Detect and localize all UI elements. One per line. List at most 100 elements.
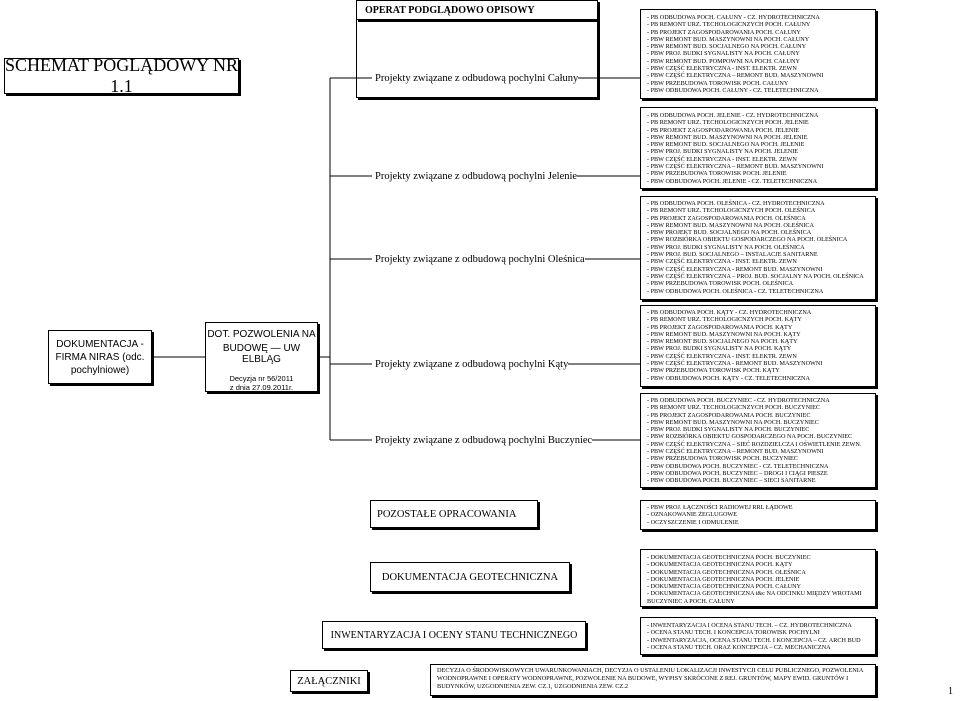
list-item: - PBW REMONT BUD. MASZYNOWNI NA POCH. KĄ… — [647, 330, 801, 338]
list-item: - DOKUMENTACJA GEOTECHNICZNA POCH. OLEŚN… — [647, 568, 806, 576]
list-item: - PB PROJEKT ZAGOSPODAROWANIA POCH. JELE… — [647, 126, 800, 134]
list-item: - PB PROJEKT ZAGOSPODAROWANIA POCH. BUCZ… — [647, 411, 811, 419]
decision-line-2: BUDOWĘ — UW ELBLĄG — [222, 343, 301, 365]
other-works-list: - PBW PROJ. ŁĄCZNOŚCI RADIOWEJ RRL ŁĄDOW… — [640, 500, 876, 530]
inventory-label: INWENTARYZACJA I OCENY STANU TECHNICZNEG… — [330, 629, 578, 641]
list-item: - PBW REMONT BUD. MASZYNOWNI NA POCH. OL… — [647, 221, 815, 229]
list-item: - PBW ODBUDOWA POCH. BUCZYNIEC – DROGI I… — [647, 469, 828, 477]
list-item: - PBW REMONT BUD. MASZYNOWNI NA POCH. CA… — [647, 35, 810, 43]
attachments-box: ZAŁĄCZNIKI — [290, 670, 368, 692]
list-item: - PB ODBUDOWA POCH. CAŁUNY - CZ. HYDROTE… — [647, 14, 820, 21]
other-works-label: POZOSTAŁE OPRACOWANIA — [377, 508, 517, 520]
attachments-text: DECYZJA O ŚRODOWISKOWYCH UWARUNKOWANIACH… — [437, 667, 864, 690]
documentation-label: DOKUMENTACJA - FIRMA NIRAS (odc. pochyln… — [55, 338, 145, 376]
decision-line-1: DOT. POZWOLENIA NA — [207, 329, 316, 340]
list-item: - PBW PRZEBUDOWA TOROWISK POCH. JELENIE — [647, 170, 787, 178]
attachments-label: ZAŁĄCZNIKI — [297, 675, 361, 687]
list-item: - PBW ODBUDOWA POCH. JELENIE - CZ. TELET… — [647, 177, 818, 185]
operat-frame — [356, 0, 598, 98]
list-item: - PBW CZĘŚĆ ELEKTRYCZNA - INST. ELEKTR. … — [647, 258, 797, 266]
list-item: - PB PROJEKT ZAGOSPODAROWANIA POCH. OLEŚ… — [647, 214, 806, 222]
list-item: - PBW ODBUDOWA POCH. KĄTY - CZ. TELETECH… — [647, 374, 810, 382]
decision-line-4: z dnia 27.09.2011r. — [229, 383, 294, 392]
list-item: - PBW CZĘŚĆ ELEKTRYCZNA – REMONT BUD. MA… — [647, 72, 824, 80]
list-item: - PBW CZĘŚĆ ELEKTRYCZNA – REMONT BUD. MA… — [647, 448, 824, 456]
list-item: - PBW CZĘŚĆ ELEKTRYCZNA – SIEĆ ROZDZIELC… — [647, 440, 862, 448]
list-item: - PBW REMONT BUD. SOCJALNEGO NA POCH. JE… — [647, 141, 805, 149]
list-item: - PBW PRZEBUDOWA TOROWISK POCH. BUCZYNIE… — [647, 455, 798, 463]
list-item: - DOKUMENTACJA GEOTECHNICZNA POCH. JELEN… — [647, 575, 800, 583]
list-item: - PB PROJEKT ZAGOSPODAROWANIA POCH. CAŁU… — [647, 28, 801, 36]
list-item: - PBW CZĘŚĆ ELEKTRYCZNA - REMONT BUD. MA… — [647, 265, 823, 273]
list-item: - INWENTARYZACJA I OCENA STANU TECH. – C… — [647, 622, 852, 629]
list-item: - PBW REMONT BUD. SOCJALNEGO NA POCH. KĄ… — [647, 338, 798, 346]
geotech-box: DOKUMENTACJA GEOTECHNICZNA — [370, 562, 570, 592]
list-item: - OCENA STANU TECH. I KONCEPCJA TOROWISK… — [647, 629, 820, 637]
other-works-box: POZOSTAŁE OPRACOWANIA — [370, 500, 538, 528]
project-label-olesnica: Projekty związane z odbudową pochylni Ol… — [375, 253, 585, 266]
list-item: - DOKUMENTACJA GEOTECHNICZNA POCH. KĄTY — [647, 561, 793, 569]
list-item: - PBW PRZEBUDOWA TOROWISK POCH. OLEŚNICA — [647, 280, 794, 288]
list-item: - PBW ODBUDOWA POCH. BUCZYNIEC - CZ. TEL… — [647, 462, 829, 470]
list-item: - PBW PROJ. BUD. SOCJALNEGO – INSTALACJE… — [647, 251, 818, 259]
list-item: - PBW CZĘŚĆ ELEKTRYCZNA - INST. ELEKTR. … — [647, 65, 797, 73]
list-item: - PBW ROZBIÓRKA OBIEKTU GOSPODARCZEGO NA… — [647, 433, 853, 441]
inventory-box: INWENTARYZACJA I OCENY STANU TECHNICZNEG… — [322, 621, 586, 649]
project-label-jelenie: Projekty związane z odbudową pochylni Je… — [375, 170, 578, 183]
list-item: - PBW REMONT BUD. MASZYNOWNI NA POCH. BU… — [647, 418, 819, 426]
project-label-caluny: Projekty związane z odbudową pochylni Ca… — [375, 72, 579, 85]
project-list-buczyniec: - PB ODBUDOWA POCH. BUCZYNIEC - CZ. HYDR… — [640, 393, 876, 488]
list-item: - OCZYSZCZENIE I ODMULENIE — [647, 518, 739, 526]
project-list-katy: - PB ODBUDOWA POCH. KĄTY - CZ. HYDROTECH… — [640, 305, 876, 387]
list-item: - PBW PROJ. BUDKI SYGNALISTY NA POCH. OL… — [647, 243, 805, 251]
list-item: - PBW ROZBIÓRKA OBIEKTU GOSPODARCZEGO NA… — [647, 236, 848, 244]
list-item: - PBW PROJEKT BUD. SOCJALNEGO NA POCH. O… — [647, 229, 812, 237]
list-item: - PBW CZĘŚĆ ELEKTRYCZNA – PROJ. BUD. SOC… — [647, 272, 864, 280]
list-item: - PBW ODBUDOWA POCH. OLEŚNICA - CZ. TELE… — [647, 287, 824, 295]
list-item: - PBW ODBUDOWA POCH. CAŁUNY - CZ. TELETE… — [647, 86, 819, 94]
list-item: - DOKUMENTACJA GEOTECHNICZNA t&c NA ODCI… — [647, 590, 862, 605]
decision-box: DOT. POZWOLENIA NA BUDOWĘ — UW ELBLĄG De… — [205, 322, 318, 392]
project-list-olesnica: - PB ODBUDOWA POCH. OLEŚNICA - CZ. HYDRO… — [640, 196, 876, 300]
project-label-katy: Projekty związane z odbudową pochylni Ką… — [375, 358, 569, 371]
list-item: - PBW PROJ. ŁĄCZNOŚCI RADIOWEJ RRL ŁĄDOW… — [647, 504, 793, 511]
operat-header-title: OPERAT PODGLĄDOWO OPISOWY — [365, 4, 535, 16]
list-item: - DOKUMENTACJA GEOTECHNICZNA POCH. CAŁUN… — [647, 583, 802, 591]
geotech-list: - DOKUMENTACJA GEOTECHNICZNA POCH. BUCZY… — [640, 549, 876, 607]
list-item: - PB REMONT URZ. TECHOLOGICNZYCH POCH. J… — [647, 119, 809, 127]
project-list-caluny: - PB ODBUDOWA POCH. CAŁUNY - CZ. HYDROTE… — [640, 9, 876, 99]
list-item: - PB ODBUDOWA POCH. KĄTY - CZ. HYDROTECH… — [647, 309, 812, 316]
list-item: - PBW PROJ. BUDKI SYGNALISTY NA POCH. JE… — [647, 148, 799, 156]
schema-title-box: SCHEMAT POGLĄDOWY NR 1.1 — [4, 55, 239, 96]
list-item: - PBW PROJ. BUDKI SYGNALISTY NA POCH. BU… — [647, 426, 810, 434]
list-item: - PBW REMONT BUD. POMPOWNI NA POCH. CAŁU… — [647, 57, 800, 65]
project-list-jelenie: - PB ODBUDOWA POCH. JELENIE - CZ. HYDROT… — [640, 107, 876, 189]
list-item: - DOKUMENTACJA GEOTECHNICZNA POCH. BUCZY… — [647, 554, 811, 561]
list-item: - PBW CZĘŚĆ ELEKTRYCZNA - REMONT BUD. MA… — [647, 360, 823, 368]
list-item: - OCENA STANU TECH. ORAZ KONCEPCJA – CZ.… — [647, 643, 831, 651]
list-item: - PB PROJEKT ZAGOSPODAROWANIA POCH. KĄTY — [647, 323, 793, 331]
page-number: 1 — [948, 686, 953, 697]
documentation-box: DOKUMENTACJA - FIRMA NIRAS (odc. pochyln… — [48, 330, 152, 384]
list-item: - PBW REMONT BUD. SOCJALNEGO NA POCH. CA… — [647, 43, 807, 51]
list-item: - PB ODBUDOWA POCH. JELENIE - CZ. HYDROT… — [647, 112, 819, 119]
list-item: - PBW PROJ. BUDKI SYGNALISTY NA POCH. CA… — [647, 50, 800, 58]
geotech-label: DOKUMENTACJA GEOTECHNICZNA — [381, 571, 559, 583]
list-item: - PB ODBUDOWA POCH. OLEŚNICA - CZ. HYDRO… — [647, 200, 825, 207]
decision-line-3: Decyzja nr 56/2011 — [229, 374, 294, 383]
project-label-buczyniec: Projekty związane z odbudową pochylni Bu… — [375, 434, 593, 447]
list-item: - PB REMONT URZ. TECHOLOGICNZYCH POCH. B… — [647, 404, 821, 412]
attachments-list: DECYZJA O ŚRODOWISKOWYCH UWARUNKOWANIACH… — [430, 664, 876, 696]
list-item: - PB REMONT URZ. TECHOLOGICNZYCH POCH. K… — [647, 316, 802, 324]
list-item: - PBW CZĘŚĆ ELEKTRYCZNA - INST. ELEKTR. … — [647, 352, 797, 360]
list-item: - PBW PRZEBUDOWA TOROWISK POCH. CAŁUNY — [647, 79, 789, 87]
inventory-list: - INWENTARYZACJA I OCENA STANU TECH. – C… — [640, 617, 876, 655]
list-item: - PBW PROJ. BUDKI SYGNALISTY NA POCH. KĄ… — [647, 345, 792, 353]
list-item: - PBW REMONT BUD. MASZYNOWNI NA POCH. JE… — [647, 133, 808, 141]
list-item: - PB REMONT URZ. TECHOLOGICNZYCH POCH. C… — [647, 21, 811, 29]
list-item: - INWENTARYZACJA, OCENA STANU TECH. I KO… — [647, 636, 861, 644]
list-item: - PB ODBUDOWA POCH. BUCZYNIEC - CZ. HYDR… — [647, 397, 830, 404]
schema-title: SCHEMAT POGLĄDOWY NR 1.1 — [5, 55, 239, 96]
list-item: - PBW ODBUDOWA POCH. BUCZYNIEC – SIECI S… — [647, 477, 816, 485]
list-item: - PBW CZĘŚĆ ELEKTRYCZNA – REMONT BUD. MA… — [647, 163, 824, 171]
